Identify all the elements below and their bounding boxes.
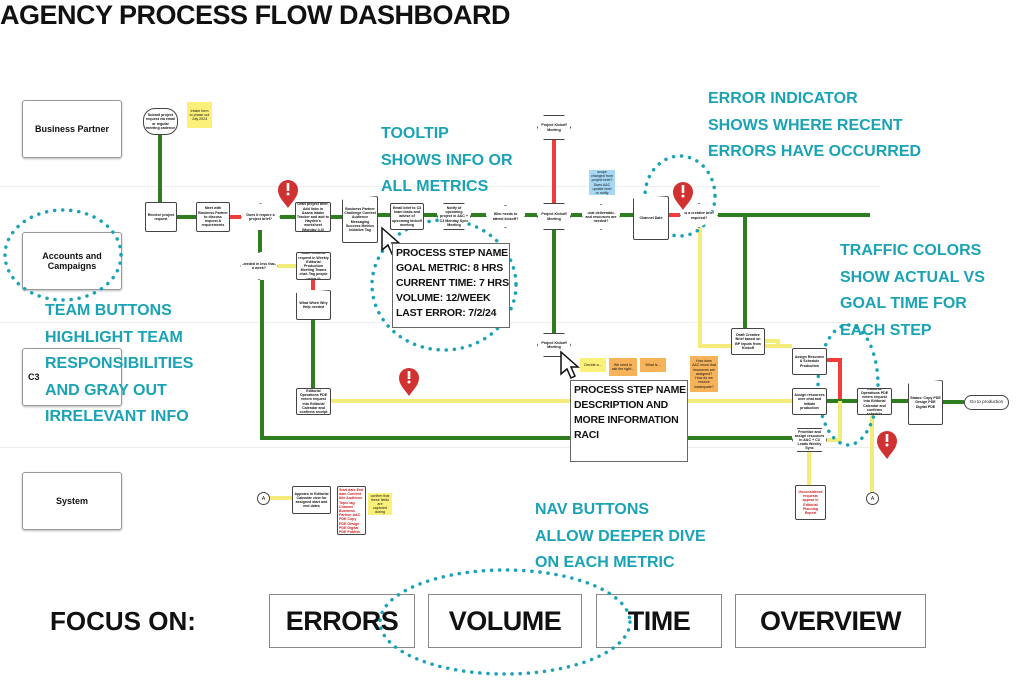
node-kickoff[interactable]: Project Kickoff Meeting bbox=[537, 203, 571, 230]
sticky-note: How does A&C know that resources are ass… bbox=[690, 356, 718, 392]
node-bp-challenge[interactable]: Business Partner Challenge Context Audie… bbox=[342, 196, 378, 243]
node-prioritize[interactable]: Prioritize and assign resources in A&C +… bbox=[792, 428, 827, 452]
node-meet-partner[interactable]: Meet with Business Partner to discuss re… bbox=[196, 202, 230, 232]
sticky-note: Intake form to phase out July 2024 bbox=[187, 102, 212, 128]
node-assign-chat[interactable]: Assign resources over chat and initiate … bbox=[792, 388, 827, 415]
team-button-accounts-campaigns[interactable]: Accounts and Campaigns bbox=[22, 232, 122, 290]
sticky-note: What is... bbox=[640, 358, 666, 372]
node-kickoff-bottom[interactable]: Project Kickoff Meeting bbox=[537, 333, 571, 357]
lane-divider bbox=[0, 447, 880, 448]
node-notify[interactable]: Notify of upcoming project in A&C + C3 M… bbox=[437, 203, 471, 230]
sticky-note: Decide a... bbox=[580, 358, 606, 372]
node-channel-date[interactable]: Channel Date bbox=[633, 196, 669, 240]
tooltip-description: PROCESS STEP NAME DESCRIPTION AND MORE I… bbox=[570, 380, 688, 462]
node-receive-request[interactable]: Receive project request bbox=[145, 202, 177, 232]
connector-a[interactable]: A bbox=[257, 492, 270, 505]
node-appears-calendar[interactable]: Appears in Editorial Calendar view for a… bbox=[292, 486, 331, 514]
focus-time-button[interactable]: TIME bbox=[596, 594, 722, 648]
node-submit-request[interactable]: Submit project request via email or regu… bbox=[143, 108, 178, 135]
team-button-business-partner[interactable]: Business Partner bbox=[22, 100, 122, 158]
lane-divider bbox=[0, 186, 880, 187]
node-status[interactable]: Status: Copy PDE Design PDE Digital PDE bbox=[908, 380, 943, 425]
annotation-error-indicator: ERROR INDICATOR SHOWS WHERE RECENT ERROR… bbox=[708, 90, 922, 160]
sticky-note: Need to confirm that these fields are ca… bbox=[368, 493, 392, 515]
team-button-system[interactable]: System bbox=[22, 472, 122, 530]
focus-volume-button[interactable]: VOLUME bbox=[428, 594, 582, 648]
tooltip-metrics: PROCESS STEP NAME GOAL METRIC: 8 HRS CUR… bbox=[392, 243, 510, 328]
node-email-brief[interactable]: Email brief to C3 team leads and advise … bbox=[390, 203, 424, 230]
team-button-c3[interactable]: C3 bbox=[22, 348, 122, 406]
connector-a[interactable]: A bbox=[866, 492, 879, 505]
node-go-to-production[interactable]: Go to production bbox=[964, 395, 1009, 410]
node-kickoff-top[interactable]: Project Kickoff Meeting bbox=[537, 115, 571, 140]
node-editorial-request[interactable]: Make editorial request in Weekly Editori… bbox=[296, 252, 331, 280]
node-fields-list[interactable]: Start date End date Content title Audien… bbox=[337, 486, 366, 535]
annotation-team-buttons: TEAM BUTTONS HIGHLIGHT TEAM RESPONSIBILI… bbox=[45, 302, 194, 425]
node-unconsidered[interactable]: Unconsidered requests appear in Editoria… bbox=[795, 485, 826, 520]
node-what-when-why[interactable]: What When Why Help needed bbox=[296, 290, 331, 320]
annotation-tooltip: TOOLTIP SHOWS INFO OR ALL METRICS bbox=[381, 125, 513, 195]
node-assign-schedule[interactable]: Assign Resource & Schedule Production bbox=[792, 348, 827, 375]
node-who-attend[interactable]: Who needs to attend kickoff? bbox=[486, 205, 525, 228]
node-draft-brief[interactable]: Draft project brief. Add links in Asana … bbox=[295, 202, 331, 232]
page-title: AGENCY PROCESS FLOW DASHBOARD bbox=[0, 0, 511, 30]
sticky-note: Has the scope changed from project brief… bbox=[589, 170, 615, 195]
focus-overview-button[interactable]: OVERVIEW bbox=[735, 594, 926, 648]
node-creative-brief[interactable]: Draft Creative Brief based on BP inputs … bbox=[731, 328, 765, 355]
node-editorial-ops-pde[interactable]: Editorial Operations PDE enters request … bbox=[857, 388, 892, 415]
focus-errors-button[interactable]: ERRORS bbox=[269, 594, 415, 648]
sticky-note: We need to ask the right... bbox=[609, 358, 637, 376]
node-editorial-ops[interactable]: Editorial Operations PDE enters request … bbox=[296, 388, 331, 415]
annotation-traffic-colors: TRAFFIC COLORS SHOW ACTUAL VS GOAL TIME … bbox=[840, 242, 985, 339]
focus-label: FOCUS ON: bbox=[50, 606, 196, 636]
annotation-nav-buttons: NAV BUTTONS ALLOW DEEPER DIVE ON EACH ME… bbox=[535, 501, 706, 571]
